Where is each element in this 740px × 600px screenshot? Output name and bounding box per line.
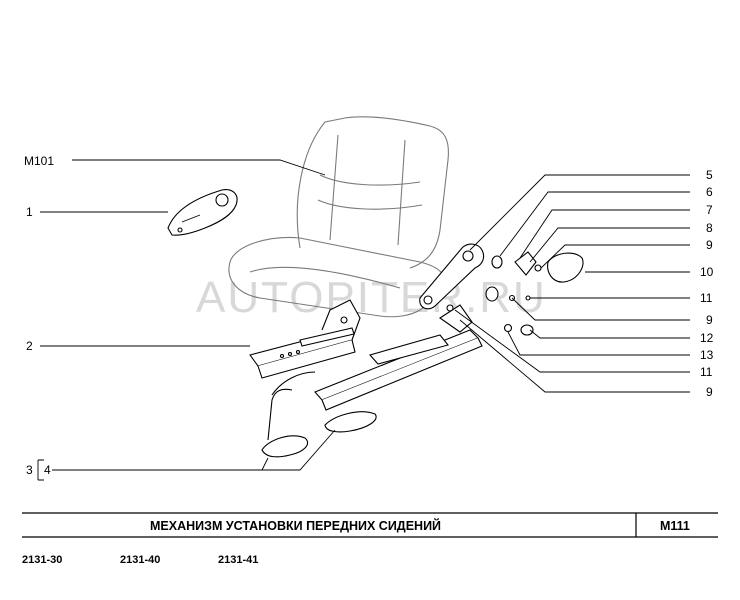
callout-6: 6 — [706, 185, 713, 199]
model-code: 2131-40 — [120, 554, 160, 566]
callout-4: 4 — [44, 463, 51, 477]
model-code: 2131-41 — [218, 554, 258, 566]
callout-m101: M101 — [24, 154, 54, 168]
model-code: 2131-30 — [22, 554, 62, 566]
brackets-part-3-4 — [261, 388, 377, 458]
callout-9-b: 9 — [706, 313, 713, 327]
callout-9-c: 9 — [706, 385, 713, 399]
diagram-title: МЕХАНИЗМ УСТАНОВКИ ПЕРЕДНИХ СИДЕНИЙ — [150, 518, 441, 533]
callout-8: 8 — [706, 221, 713, 235]
slide-rail-part-2 — [249, 299, 361, 379]
diagram-code: M111 — [660, 519, 690, 533]
lower-rail — [271, 304, 483, 411]
callout-5: 5 — [706, 168, 713, 182]
callout-11-b: 11 — [700, 365, 713, 379]
callout-10: 10 — [700, 265, 714, 279]
callout-1: 1 — [26, 205, 33, 219]
lever-part-5 — [419, 243, 485, 310]
leader-lines — [37, 159, 690, 481]
title-block: МЕХАНИЗМ УСТАНОВКИ ПЕРЕДНИХ СИДЕНИЙ M111 — [22, 512, 718, 538]
callout-12: 12 — [700, 331, 714, 345]
callout-2: 2 — [26, 339, 33, 353]
side-cover-part-1 — [167, 189, 238, 236]
callout-3: 3 — [26, 463, 33, 477]
callout-9-a: 9 — [706, 238, 713, 252]
callout-11-a: 11 — [700, 291, 713, 305]
callout-13: 13 — [700, 348, 714, 362]
hardware-parts — [446, 251, 584, 336]
callout-7: 7 — [706, 203, 713, 217]
